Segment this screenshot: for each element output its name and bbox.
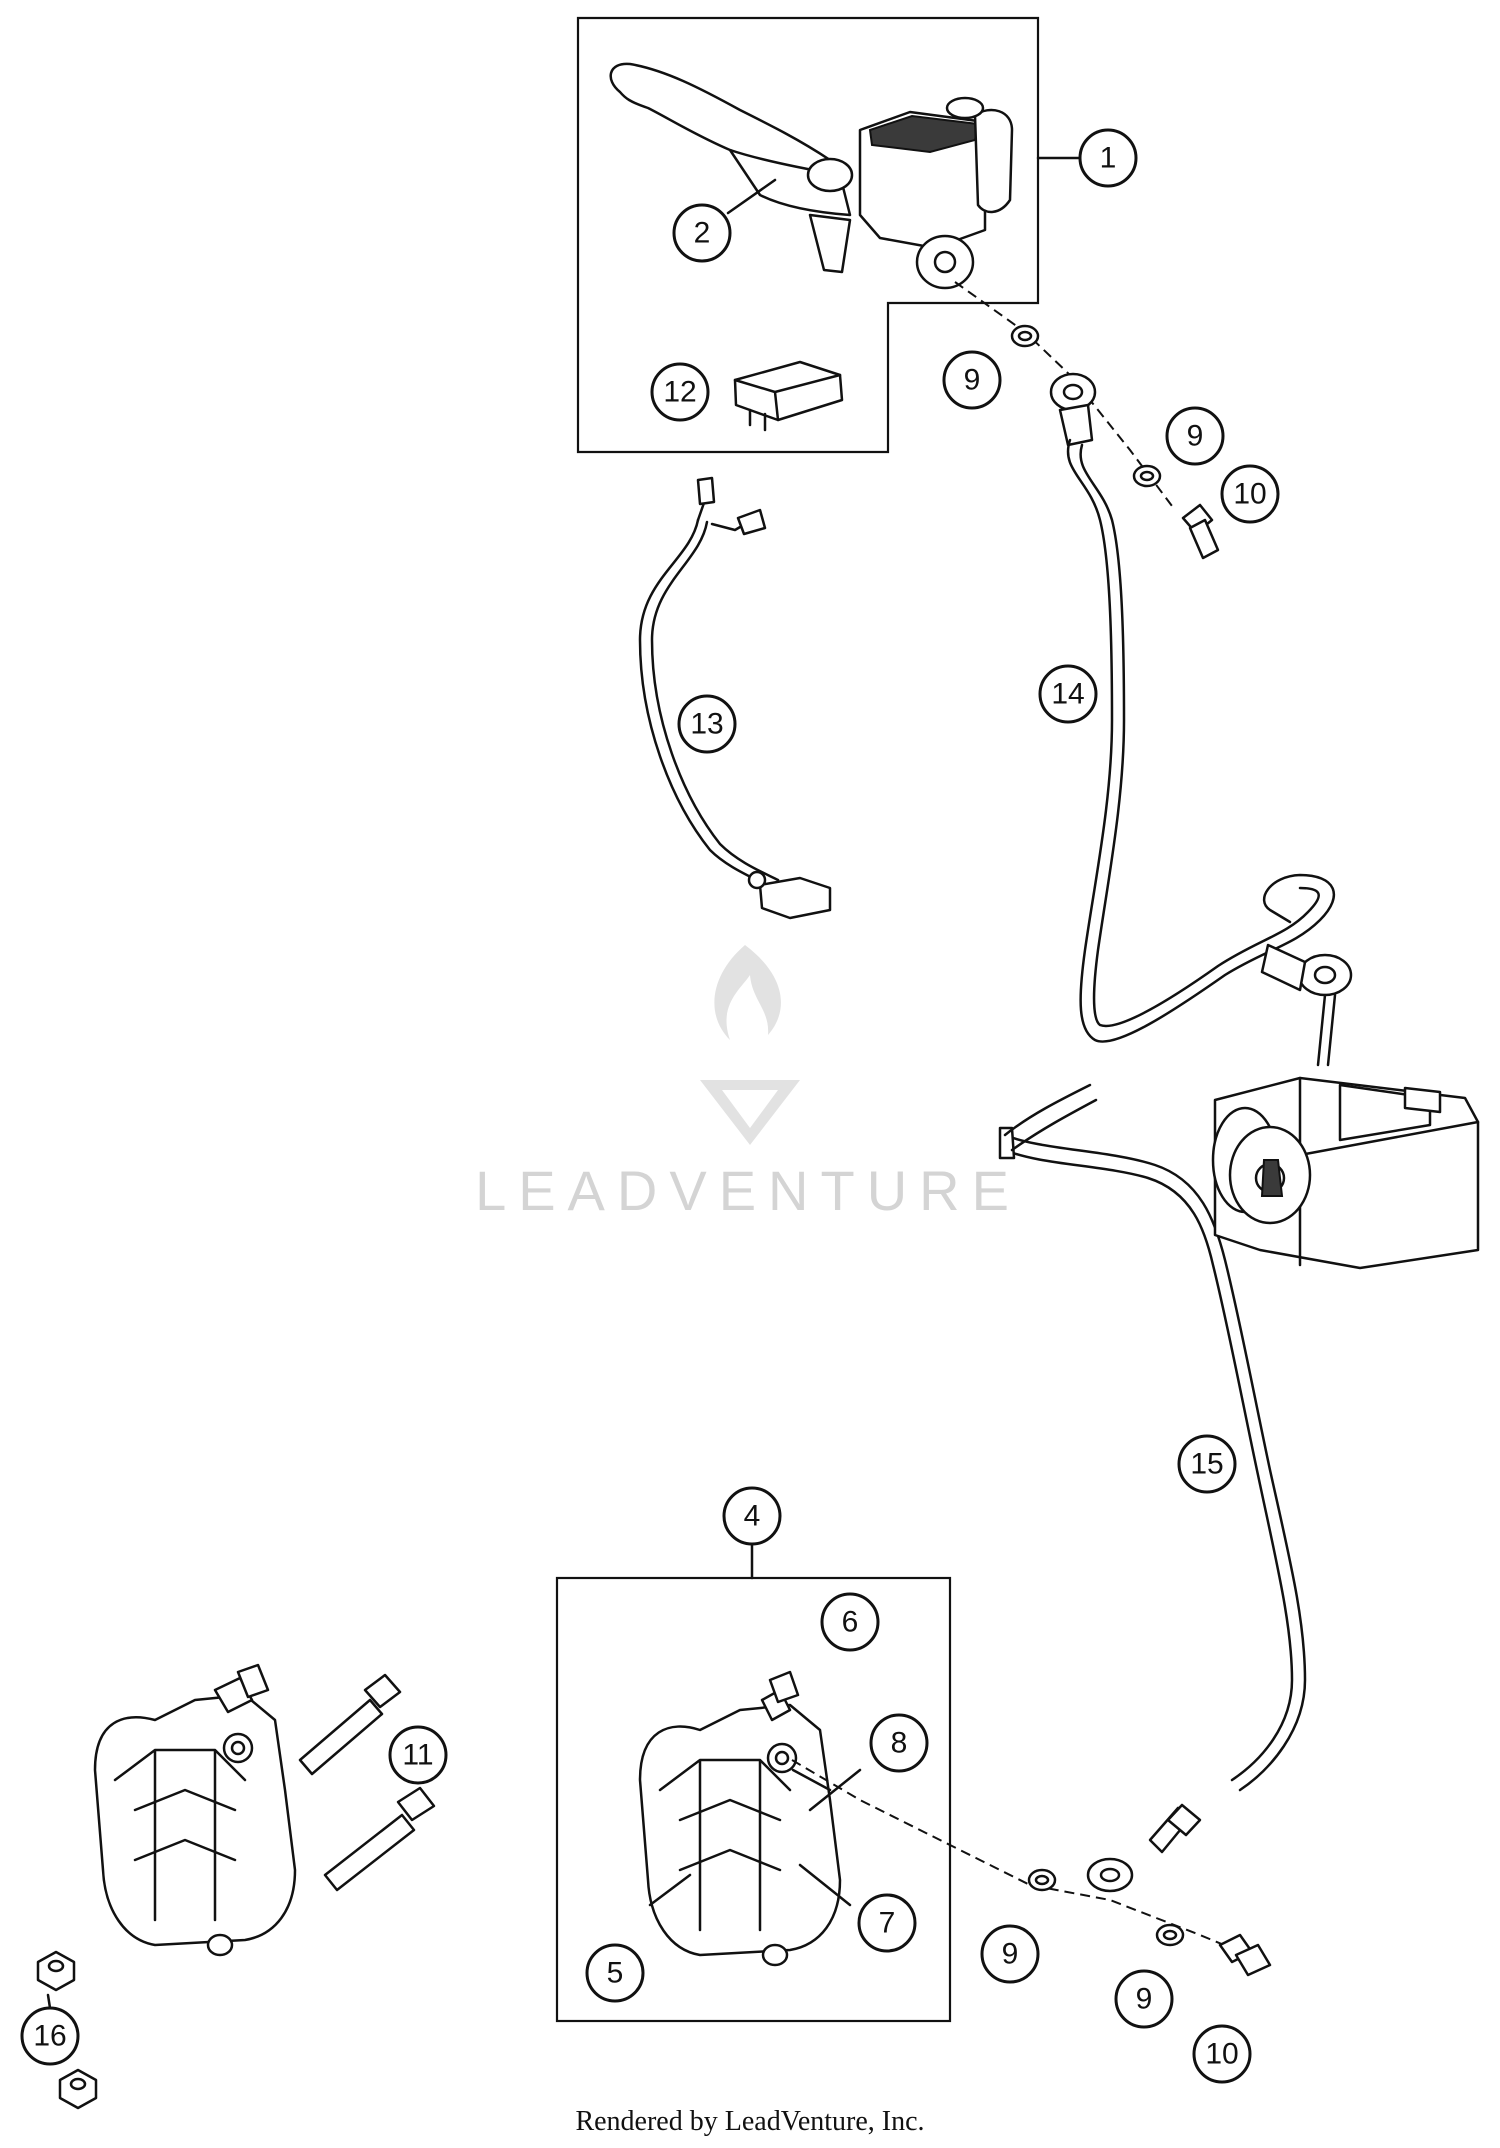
callout-16: 16 bbox=[20, 2006, 80, 2066]
leadventure-logo-watermark bbox=[700, 945, 800, 1145]
brake-line-15 bbox=[1003, 1133, 1307, 1792]
svg-text:6: 6 bbox=[842, 1606, 859, 1639]
svg-text:7: 7 bbox=[879, 1907, 896, 1940]
callout-5: 5 bbox=[585, 1943, 645, 2003]
svg-text:10: 10 bbox=[1205, 2038, 1238, 2071]
callout-15: 15 bbox=[1177, 1434, 1237, 1494]
callout-2: 2 bbox=[672, 203, 732, 263]
banjo-bolt-lower bbox=[1218, 1933, 1272, 1977]
brake-caliper-standalone bbox=[93, 1663, 297, 1957]
svg-text:13: 13 bbox=[690, 708, 723, 741]
svg-text:15: 15 bbox=[1190, 1448, 1223, 1481]
abs-inlet-fitting bbox=[1260, 943, 1353, 1067]
callout-12: 12 bbox=[650, 362, 710, 422]
callout-9-lower-right: 9 bbox=[1114, 1969, 1174, 2029]
svg-text:9: 9 bbox=[1136, 1983, 1153, 2016]
banjo-fitting-upper bbox=[1049, 372, 1097, 447]
banjo-fitting-lower bbox=[1086, 1803, 1202, 1893]
svg-text:2: 2 bbox=[694, 217, 711, 250]
caliper-mounting-bolt-1 bbox=[298, 1673, 402, 1776]
callout-10-lower: 10 bbox=[1192, 2024, 1252, 2084]
brake-lever bbox=[609, 62, 854, 274]
wiring-harness bbox=[638, 476, 832, 920]
brake-light-switch bbox=[733, 360, 844, 432]
svg-text:8: 8 bbox=[891, 1727, 908, 1760]
callout-8: 8 bbox=[869, 1713, 929, 1773]
svg-text:1: 1 bbox=[1100, 142, 1117, 175]
brake-caliper-assembly bbox=[638, 1670, 842, 1967]
brake-line-14 bbox=[1066, 438, 1336, 1043]
svg-text:9: 9 bbox=[1002, 1938, 1019, 1971]
callout-14: 14 bbox=[1038, 664, 1098, 724]
svg-text:9: 9 bbox=[964, 364, 981, 397]
callout-10-upper: 10 bbox=[1220, 464, 1280, 524]
watermark-text: LEADVENTURE bbox=[475, 1159, 1021, 1222]
abs-control-unit bbox=[1211, 1076, 1480, 1270]
callout-4: 4 bbox=[722, 1486, 782, 1546]
callout-1: 1 bbox=[1078, 128, 1138, 188]
group-4-frame bbox=[555, 1576, 952, 2023]
svg-text:9: 9 bbox=[1187, 420, 1204, 453]
callout-9-lower-left: 9 bbox=[980, 1924, 1040, 1984]
nut-2 bbox=[58, 2068, 98, 2110]
group-1-frame bbox=[576, 16, 1040, 454]
svg-text:12: 12 bbox=[663, 376, 696, 409]
footer-credit: Rendered by LeadVenture, Inc. bbox=[575, 2106, 924, 2137]
svg-text:11: 11 bbox=[402, 1739, 433, 1772]
svg-text:16: 16 bbox=[33, 2020, 66, 2053]
callout-9-upper-right: 9 bbox=[1165, 406, 1225, 466]
callout-13: 13 bbox=[677, 694, 737, 754]
callout-6: 6 bbox=[820, 1592, 880, 1652]
callout-11: 11 bbox=[388, 1725, 448, 1785]
svg-text:10: 10 bbox=[1233, 478, 1266, 511]
banjo-bolt-upper bbox=[1181, 503, 1220, 560]
callout-7: 7 bbox=[857, 1893, 917, 1953]
svg-text:4: 4 bbox=[744, 1500, 761, 1533]
master-cylinder bbox=[858, 96, 1014, 290]
svg-text:5: 5 bbox=[607, 1957, 624, 1990]
caliper-mounting-bolt-2 bbox=[323, 1786, 436, 1892]
nut-1 bbox=[36, 1950, 76, 1992]
callout-9-upper-left: 9 bbox=[942, 350, 1002, 410]
svg-text:14: 14 bbox=[1051, 678, 1084, 711]
